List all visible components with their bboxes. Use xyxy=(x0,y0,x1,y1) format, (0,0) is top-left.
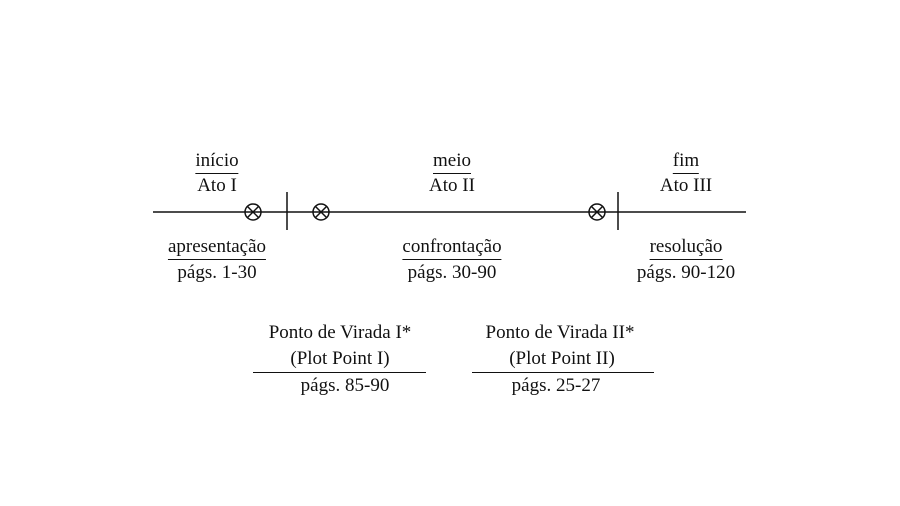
act-3-phase: resolução xyxy=(649,236,723,260)
plot-point-2-rule xyxy=(472,372,654,373)
act-1-name: Ato I xyxy=(197,175,237,196)
plot-point-1-end-marker xyxy=(244,203,262,221)
act-3-name: Ato III xyxy=(659,175,713,196)
act-3-pages: págs. 90-120 xyxy=(636,262,736,283)
plot-point-1-title: Ponto de Virada I* xyxy=(268,322,412,343)
act-2-name: Ato II xyxy=(429,175,475,196)
plot-point-2-subtitle: (Plot Point II) xyxy=(509,348,615,369)
plot-point-2-title: Ponto de Virada II* xyxy=(485,322,635,343)
act-1-top-label: início xyxy=(195,150,239,174)
plot-point-1-rule xyxy=(253,372,426,373)
act-1-phase: apresentação xyxy=(167,236,267,260)
act-2-top-label: meio xyxy=(433,150,471,174)
act-1-pages: págs. 1-30 xyxy=(177,262,257,283)
plot-point-2-pages: págs. 25-27 xyxy=(511,375,601,396)
plot-point-1-pages: págs. 85-90 xyxy=(300,375,390,396)
plot-point-1-subtitle: (Plot Point I) xyxy=(290,348,390,369)
plot-point-1-start-marker xyxy=(312,203,330,221)
act-2-phase: confrontação xyxy=(402,236,502,260)
plot-point-2-marker xyxy=(588,203,606,221)
act-3-top-label: fim xyxy=(672,150,700,174)
act-2-pages: págs. 30-90 xyxy=(407,262,497,283)
